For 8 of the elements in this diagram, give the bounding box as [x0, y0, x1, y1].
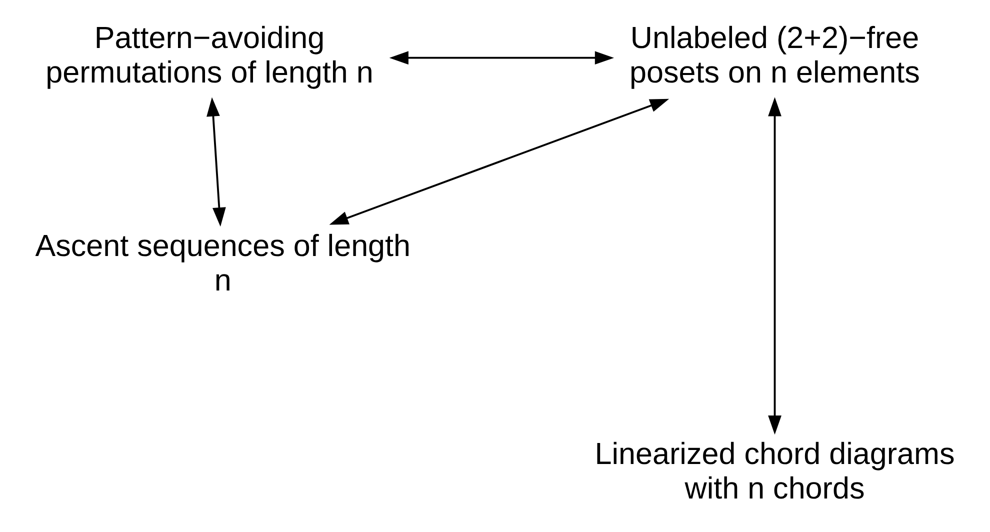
- arrow: [389, 51, 614, 65]
- node-text: Linearized chord diagrams with n chords: [594, 437, 955, 506]
- node-text: Unlabeled (2+2)−free posets on n elements: [630, 20, 920, 90]
- node-text: Ascent sequences of length n: [35, 229, 411, 298]
- node-text: Pattern−avoiding permutations of length n: [46, 20, 374, 90]
- arrow: [206, 97, 226, 227]
- arrow: [768, 97, 782, 435]
- arrow: [329, 98, 670, 225]
